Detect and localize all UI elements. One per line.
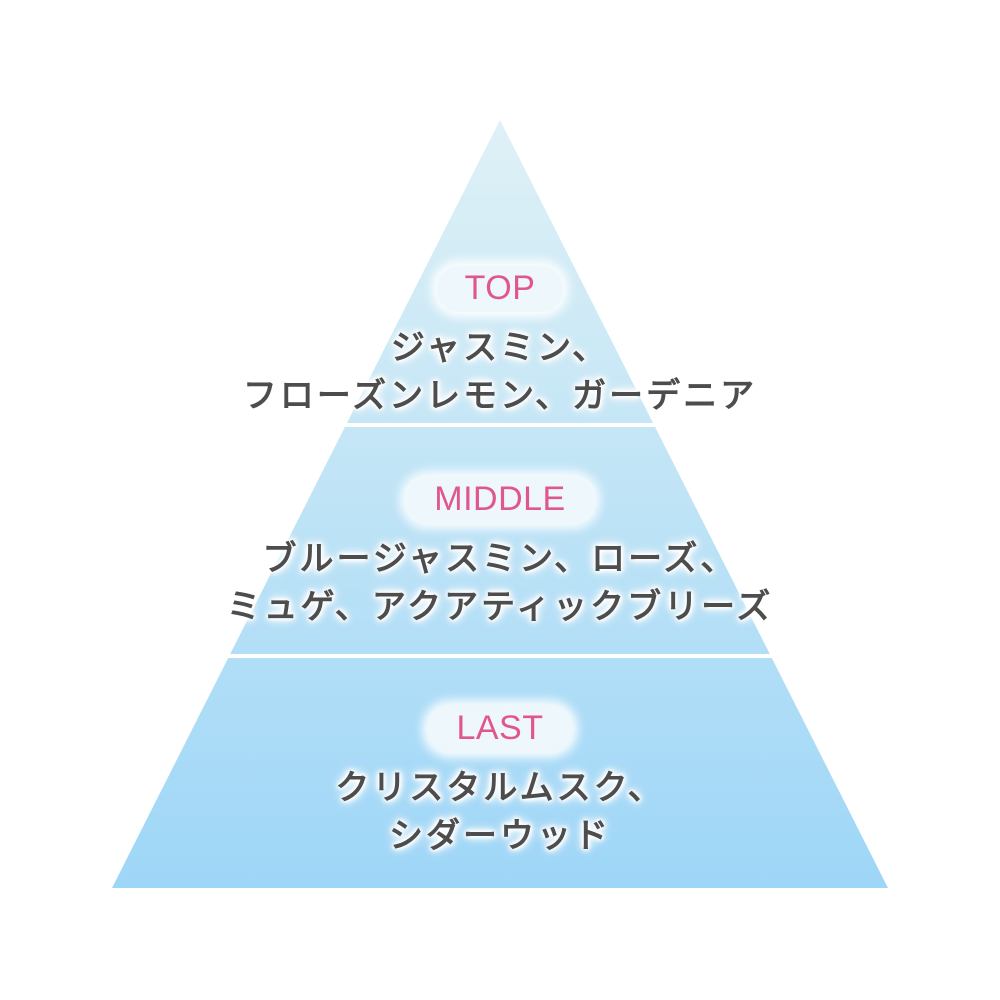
- note-line: ブルージャスミン、ローズ、: [262, 539, 738, 579]
- tier-notes-middle: ブルージャスミン、ローズ、 ミュゲ、アクアティックブリーズ: [227, 535, 774, 631]
- tier-middle: MIDDLE ブルージャスミン、ローズ、 ミュゲ、アクアティックブリーズ: [0, 477, 1000, 631]
- note-line: ジャスミン、: [390, 328, 610, 368]
- tier-label-last: LAST: [428, 706, 572, 752]
- tier-notes-top: ジャスミン、 フローズンレモン、ガーデニア: [243, 324, 757, 420]
- tier-notes-last: クリスタルムスク、 シダーウッド: [335, 764, 664, 860]
- tier-last: LAST クリスタルムスク、 シダーウッド: [0, 706, 1000, 860]
- note-line: クリスタルムスク、: [335, 768, 665, 808]
- tier-top: TOP ジャスミン、 フローズンレモン、ガーデニア: [0, 266, 1000, 420]
- tier-label-middle: MIDDLE: [406, 477, 594, 523]
- note-line: ミュゲ、アクアティックブリーズ: [226, 587, 774, 627]
- note-line: シダーウッド: [388, 816, 611, 856]
- note-line: フローズンレモン、ガーデニア: [242, 376, 758, 416]
- tier-label-top: TOP: [436, 266, 564, 312]
